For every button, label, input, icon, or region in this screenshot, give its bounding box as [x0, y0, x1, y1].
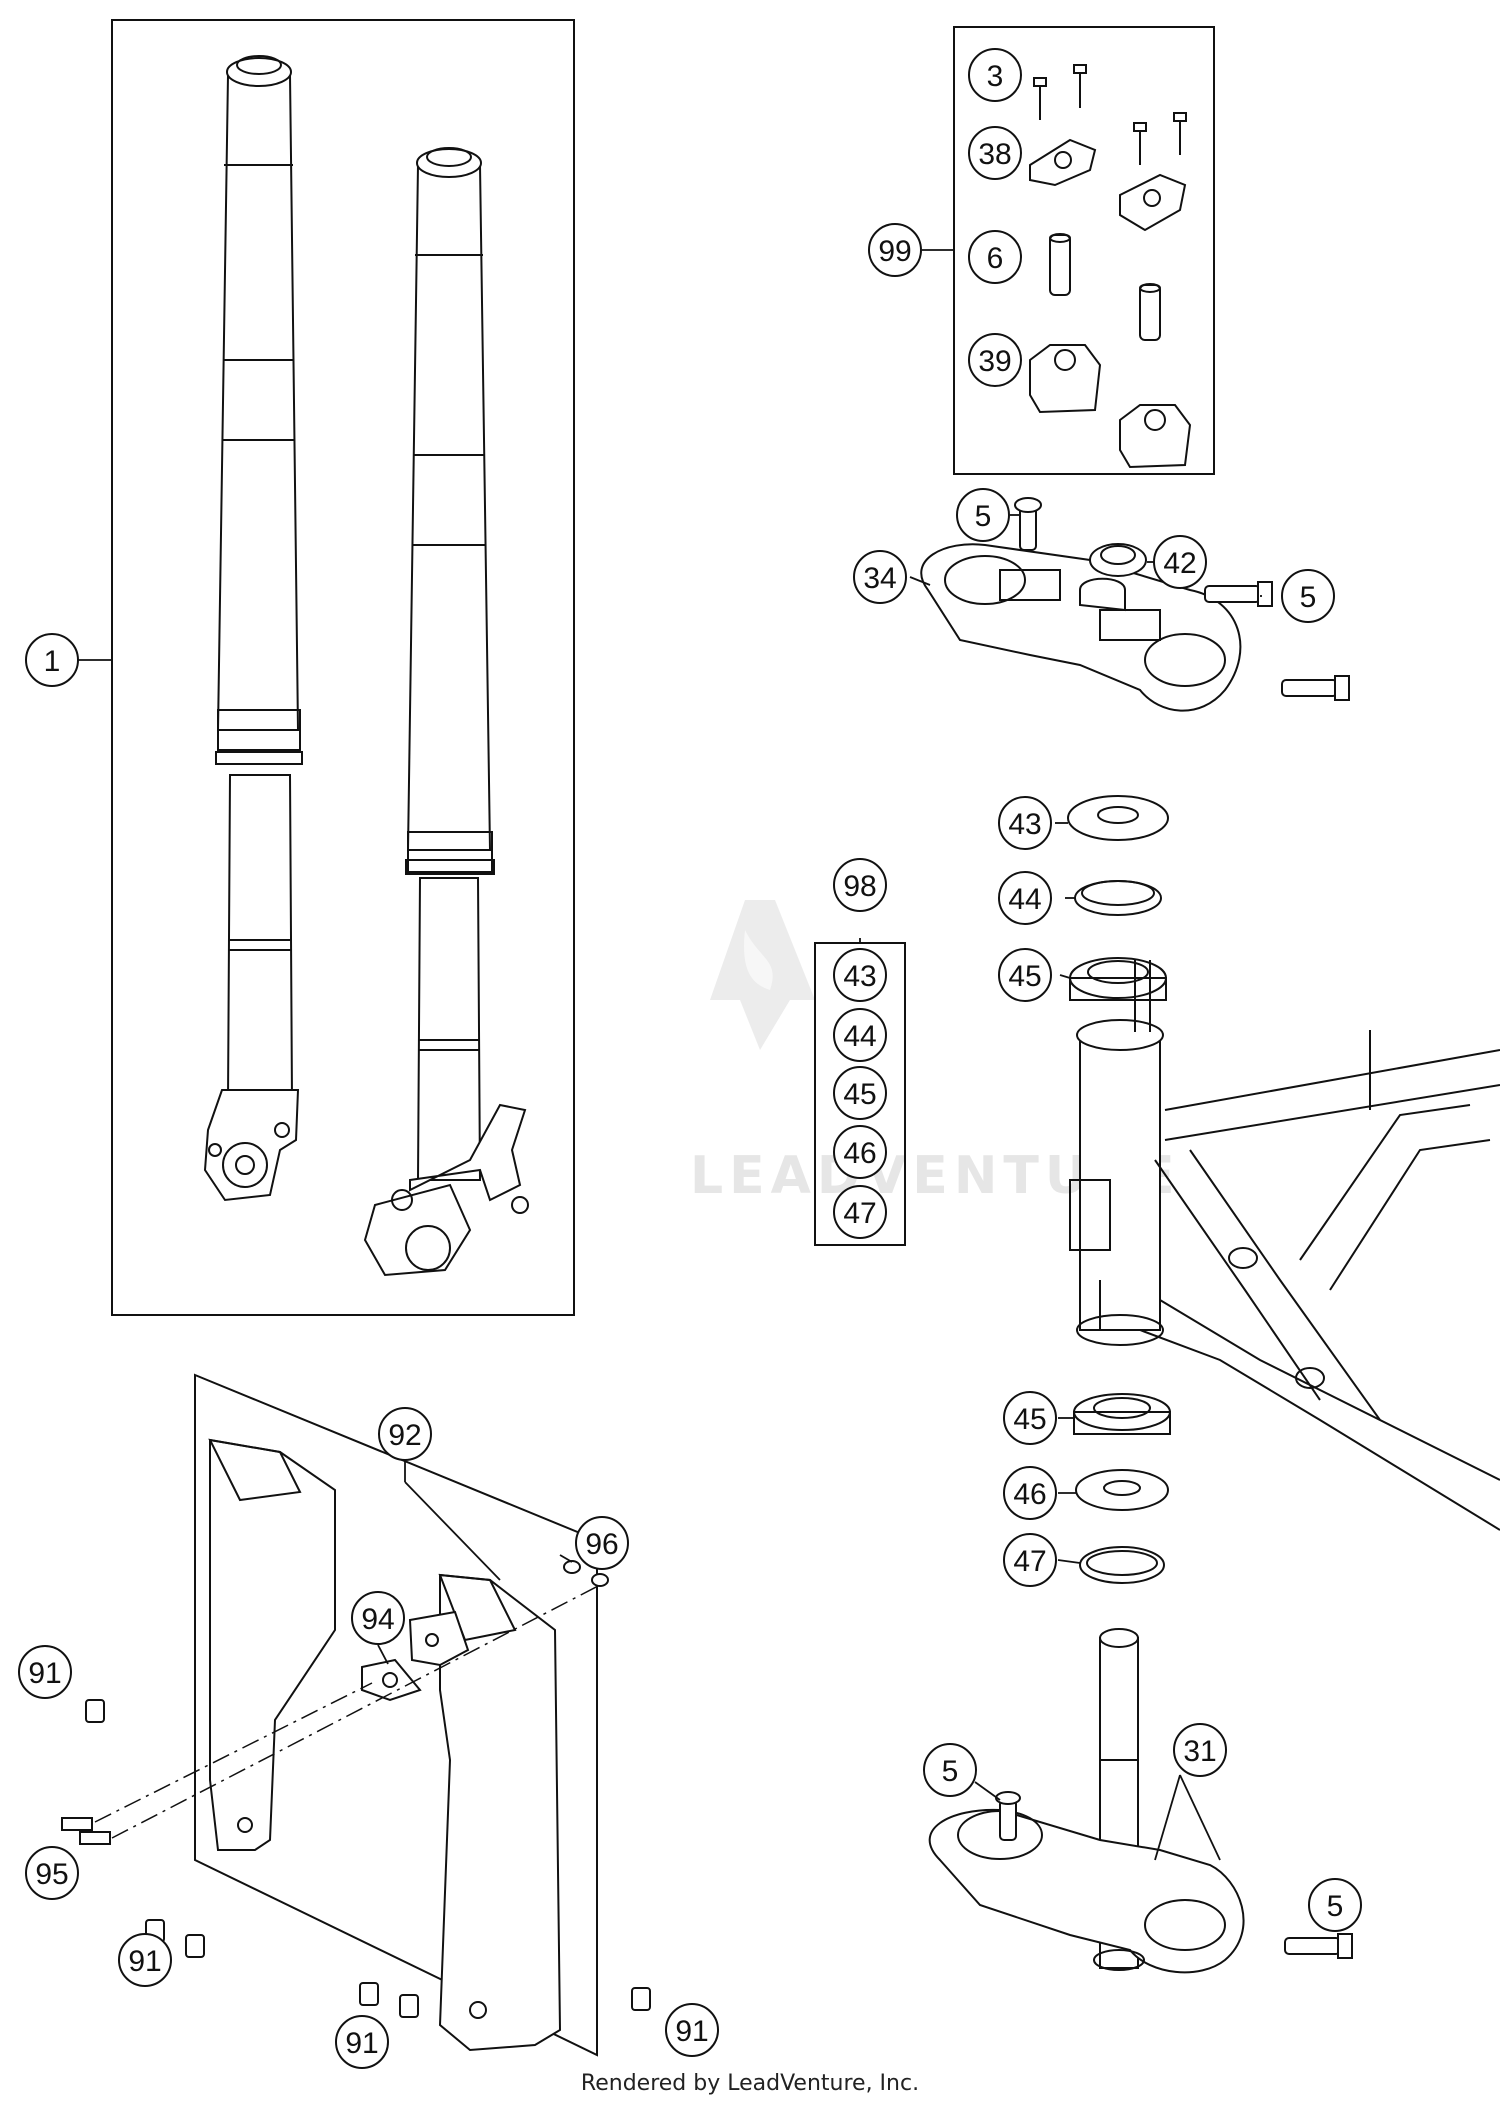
- svg-text:38: 38: [978, 138, 1011, 171]
- svg-text:43: 43: [843, 960, 876, 993]
- svg-text:99: 99: [878, 235, 911, 268]
- svg-text:96: 96: [585, 1528, 618, 1561]
- callout-91-bottom-left: 91: [118, 1933, 172, 1987]
- fork-assembly-box: [111, 19, 575, 1316]
- callout-34: 34: [853, 550, 907, 604]
- kit-99-parts: [1029, 64, 1192, 469]
- fork-leg-right: [363, 147, 529, 1277]
- callout-96: 96: [575, 1516, 629, 1570]
- kit-98-item-47: 47: [833, 1185, 887, 1239]
- svg-text:45: 45: [843, 1078, 876, 1111]
- svg-text:31: 31: [1183, 1735, 1216, 1768]
- callout-38: 38: [968, 126, 1022, 180]
- callout-39: 39: [968, 333, 1022, 387]
- leader-lines: [78, 249, 1262, 1861]
- callout-6: 6: [968, 230, 1022, 284]
- svg-text:91: 91: [345, 2027, 378, 2060]
- svg-text:91: 91: [675, 2015, 708, 2048]
- assembly-lines: [94, 1584, 601, 1839]
- callout-3: 3: [968, 48, 1022, 102]
- callout-99: 99: [868, 223, 922, 277]
- callout-44-upper: 44: [998, 871, 1052, 925]
- svg-text:45: 45: [1008, 960, 1041, 993]
- svg-text:5: 5: [975, 500, 992, 533]
- lower-bearing-stack: [1073, 1393, 1171, 1584]
- callout-1: 1: [25, 633, 79, 687]
- callout-43-upper: 43: [998, 796, 1052, 850]
- svg-text:92: 92: [388, 1419, 421, 1452]
- svg-text:95: 95: [35, 1858, 68, 1891]
- callout-91-bottom-middle: 91: [335, 2015, 389, 2069]
- callout-31: 31: [1173, 1723, 1227, 1777]
- callout-5-lower-left: 5: [923, 1743, 977, 1797]
- render-credit: Rendered by LeadVenture, Inc.: [580, 2071, 920, 2096]
- svg-text:44: 44: [843, 1020, 876, 1053]
- fork-leg-left: [203, 55, 303, 1202]
- upper-triple-clamp: [920, 497, 1350, 712]
- callout-42: 42: [1153, 535, 1207, 589]
- callout-91-bottom-right: 91: [665, 2003, 719, 2057]
- svg-text:47: 47: [1013, 1545, 1046, 1578]
- callout-45-upper: 45: [998, 948, 1052, 1002]
- kit-98-item-44: 44: [833, 1008, 887, 1062]
- svg-text:91: 91: [28, 1657, 61, 1690]
- fork-guard-panel: [194, 1373, 598, 2057]
- fork-guards: [61, 1438, 651, 2052]
- callout-5-lower-right: 5: [1308, 1878, 1362, 1932]
- svg-text:5: 5: [1300, 581, 1317, 614]
- svg-text:44: 44: [1008, 883, 1041, 916]
- svg-text:94: 94: [361, 1603, 394, 1636]
- callout-98: 98: [833, 858, 887, 912]
- svg-text:5: 5: [1327, 1890, 1344, 1923]
- svg-text:42: 42: [1163, 547, 1196, 580]
- svg-text:3: 3: [987, 60, 1004, 93]
- callout-92: 92: [378, 1407, 432, 1461]
- callout-91-left: 91: [18, 1645, 72, 1699]
- callout-5-top: 5: [956, 488, 1010, 542]
- callout-95: 95: [25, 1846, 79, 1900]
- svg-text:5: 5: [942, 1755, 959, 1788]
- callout-5-right: 5: [1281, 569, 1335, 623]
- svg-text:98: 98: [843, 870, 876, 903]
- svg-text:46: 46: [843, 1137, 876, 1170]
- svg-text:46: 46: [1013, 1478, 1046, 1511]
- callout-46-lower: 46: [1003, 1466, 1057, 1520]
- svg-text:45: 45: [1013, 1403, 1046, 1436]
- upper-bearing-stack: [1067, 795, 1169, 1001]
- svg-text:91: 91: [128, 1945, 161, 1978]
- kit-98-item-43: 43: [833, 948, 887, 1002]
- svg-text:1: 1: [44, 645, 61, 678]
- svg-text:39: 39: [978, 345, 1011, 378]
- frame-steering-head: [1069, 960, 1500, 1531]
- svg-text:47: 47: [843, 1197, 876, 1230]
- kit-98-item-46: 46: [833, 1125, 887, 1179]
- lower-triple-clamp: [928, 1628, 1353, 1974]
- callout-45-lower: 45: [1003, 1391, 1057, 1445]
- callout-47-lower: 47: [1003, 1533, 1057, 1587]
- svg-text:6: 6: [987, 242, 1004, 275]
- svg-text:34: 34: [863, 562, 896, 595]
- kit-98-item-45: 45: [833, 1066, 887, 1120]
- svg-text:43: 43: [1008, 808, 1041, 841]
- callout-94: 94: [351, 1591, 405, 1645]
